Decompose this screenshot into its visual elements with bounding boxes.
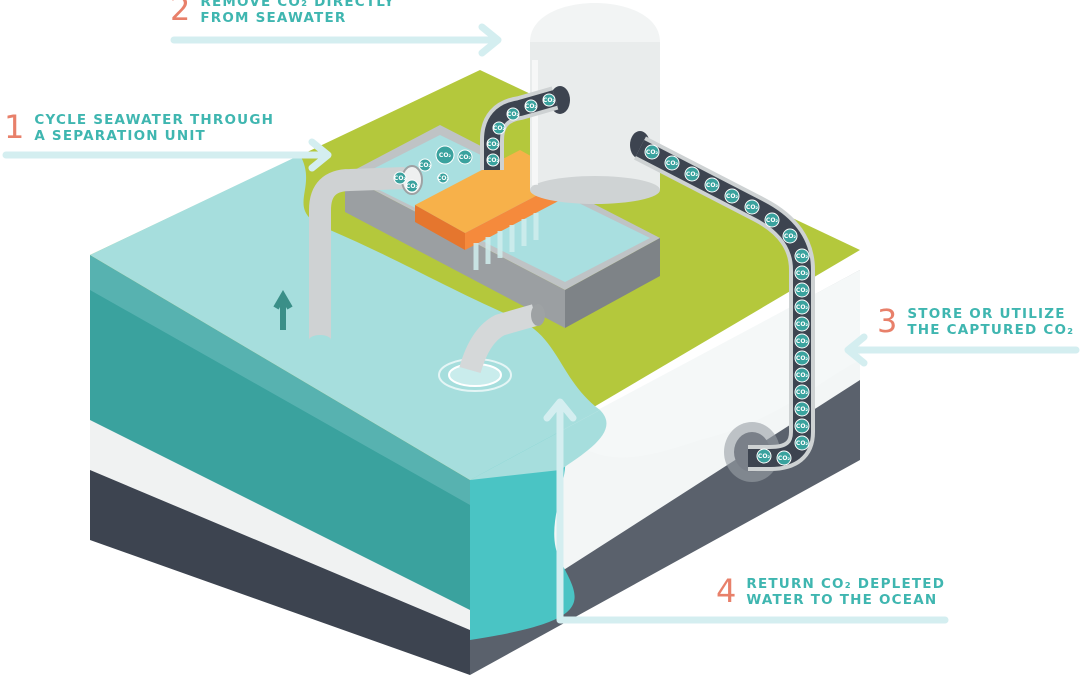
- co2-molecule-icon: CO₂: [794, 248, 810, 264]
- co2-molecule-icon: CO₂: [486, 137, 500, 151]
- step-3-label: 3 STORE OR UTILIZE THE CAPTURED CO₂: [877, 302, 1075, 340]
- svg-text:CO₂: CO₂: [796, 406, 809, 413]
- co2-molecule-icon: CO₂: [524, 99, 538, 113]
- step-1-label: 1 CYCLE SEAWATER THROUGH A SEPARATION UN…: [4, 108, 275, 146]
- co2-molecule-icon: CO₂: [418, 158, 432, 172]
- co2-molecules: CO₂ CO₂ CO₂ CO₂ CO₂ CO₂ CO₂ CO₂ CO₂ CO₂ CO₂ CO₂ CO₂ C…: [393, 93, 810, 466]
- svg-text:CO₂: CO₂: [796, 304, 809, 311]
- right-face: [470, 270, 860, 675]
- svg-text:CO₂: CO₂: [766, 217, 779, 224]
- svg-text:CO₂: CO₂: [758, 453, 771, 460]
- co2-molecule-icon: CO₂: [776, 450, 792, 466]
- co2-molecule-icon: CO₂: [794, 350, 810, 366]
- co2-molecule-icon: CO₂: [794, 367, 810, 383]
- svg-text:CO₂: CO₂: [666, 160, 679, 167]
- svg-text:CO₂: CO₂: [784, 233, 797, 240]
- co2-molecule-icon: CO₂: [794, 401, 810, 417]
- svg-text:CO₂: CO₂: [796, 440, 809, 447]
- svg-text:CO₂: CO₂: [646, 149, 659, 156]
- co2-molecule-icon: CO₂: [756, 448, 772, 464]
- svg-text:CO₂: CO₂: [706, 182, 719, 189]
- co2-molecule-icon: CO₂: [764, 212, 780, 228]
- co2-molecule-icon: CO₂: [435, 145, 455, 165]
- step-text-line: REMOVE CO₂ DIRECTLY: [200, 0, 395, 10]
- svg-text:CO₂: CO₂: [796, 423, 809, 430]
- step-number: 2: [170, 0, 191, 28]
- co2-molecule-icon: CO₂: [724, 188, 740, 204]
- svg-text:CO₂: CO₂: [439, 152, 452, 159]
- co2-molecule-icon: CO₂: [744, 199, 760, 215]
- svg-text:CO₂: CO₂: [406, 183, 419, 190]
- svg-text:CO₂: CO₂: [726, 193, 739, 200]
- co2-molecule-icon: CO₂: [794, 435, 810, 451]
- co2-molecule-icon: CO₂: [794, 265, 810, 281]
- svg-text:CO₂: CO₂: [459, 154, 472, 161]
- left-face: [90, 255, 470, 675]
- co2-molecule-icon: CO₂: [405, 179, 419, 193]
- co2-molecule-icon: CO₂: [794, 299, 810, 315]
- svg-text:CO₂: CO₂: [796, 270, 809, 277]
- svg-text:CO₂: CO₂: [746, 204, 759, 211]
- step-number: 1: [4, 108, 25, 146]
- svg-text:CO₂: CO₂: [686, 171, 699, 178]
- arrow-up-icon: [273, 290, 293, 330]
- svg-text:CO₂: CO₂: [796, 338, 809, 345]
- step-number: 4: [716, 572, 737, 610]
- co2-molecule-icon: CO₂: [457, 149, 473, 165]
- co2-molecule-icon: CO₂: [492, 121, 506, 135]
- co2-molecule-icon: CO₂: [794, 333, 810, 349]
- co2-molecule-icon: CO₂: [794, 282, 810, 298]
- svg-text:CO₂: CO₂: [778, 455, 791, 462]
- co2-molecule-icon: CO₂: [437, 172, 450, 184]
- step-number: 3: [877, 302, 898, 340]
- co2-molecule-icon: CO₂: [794, 384, 810, 400]
- co2-molecule-icon: CO₂: [486, 153, 500, 167]
- svg-text:CO₂: CO₂: [796, 253, 809, 260]
- svg-text:CO₂: CO₂: [543, 97, 556, 104]
- co2-molecule-icon: CO₂: [684, 166, 700, 182]
- svg-text:CO₂: CO₂: [437, 175, 450, 182]
- co2-molecule-icon: CO₂: [664, 155, 680, 171]
- svg-text:CO₂: CO₂: [796, 389, 809, 396]
- arrow-up-icon: [543, 398, 949, 624]
- co2-molecule-icon: CO₂: [794, 418, 810, 434]
- co2-molecule-icon: CO₂: [704, 177, 720, 193]
- svg-text:CO₂: CO₂: [493, 125, 506, 132]
- step-4-label: 4 RETURN CO₂ DEPLETED WATER TO THE OCEAN: [716, 572, 946, 610]
- svg-text:CO₂: CO₂: [796, 372, 809, 379]
- svg-text:CO₂: CO₂: [796, 355, 809, 362]
- step-2-label: 2 REMOVE CO₂ DIRECTLY FROM SEAWATER: [170, 0, 395, 26]
- co2-molecule-icon: CO₂: [542, 93, 556, 107]
- svg-text:CO₂: CO₂: [796, 287, 809, 294]
- svg-text:CO₂: CO₂: [487, 157, 500, 164]
- step-text-line: FROM SEAWATER: [200, 10, 347, 26]
- svg-text:CO₂: CO₂: [525, 103, 538, 110]
- co2-molecule-icon: CO₂: [644, 144, 660, 160]
- arrow-left-icon: [844, 333, 1080, 367]
- step-text-line: THE CAPTURED CO₂: [907, 322, 1075, 338]
- svg-text:CO₂: CO₂: [796, 321, 809, 328]
- callout-arrows: [2, 23, 1080, 624]
- co2-molecule-icon: CO₂: [794, 316, 810, 332]
- co2-molecule-icon: CO₂: [506, 107, 520, 121]
- co2-molecule-icon: CO₂: [782, 228, 798, 244]
- co2-molecule-icon: CO₂: [393, 171, 407, 185]
- outlet-pipe: [438, 304, 545, 392]
- storage-tank: [530, 3, 660, 204]
- step-text-line: CYCLE SEAWATER THROUGH: [34, 112, 275, 128]
- step-text-line: RETURN CO₂ DEPLETED: [746, 576, 946, 592]
- svg-text:CO₂: CO₂: [487, 141, 500, 148]
- svg-text:CO₂: CO₂: [419, 162, 432, 169]
- arrow-right-icon: [2, 138, 332, 172]
- step-text-line: WATER TO THE OCEAN: [746, 592, 938, 608]
- svg-text:CO₂: CO₂: [507, 111, 520, 118]
- arrow-right-icon: [170, 23, 502, 57]
- svg-text:CO₂: CO₂: [394, 175, 407, 182]
- step-text-line: A SEPARATION UNIT: [34, 128, 206, 144]
- step-text-line: STORE OR UTILIZE: [907, 306, 1066, 322]
